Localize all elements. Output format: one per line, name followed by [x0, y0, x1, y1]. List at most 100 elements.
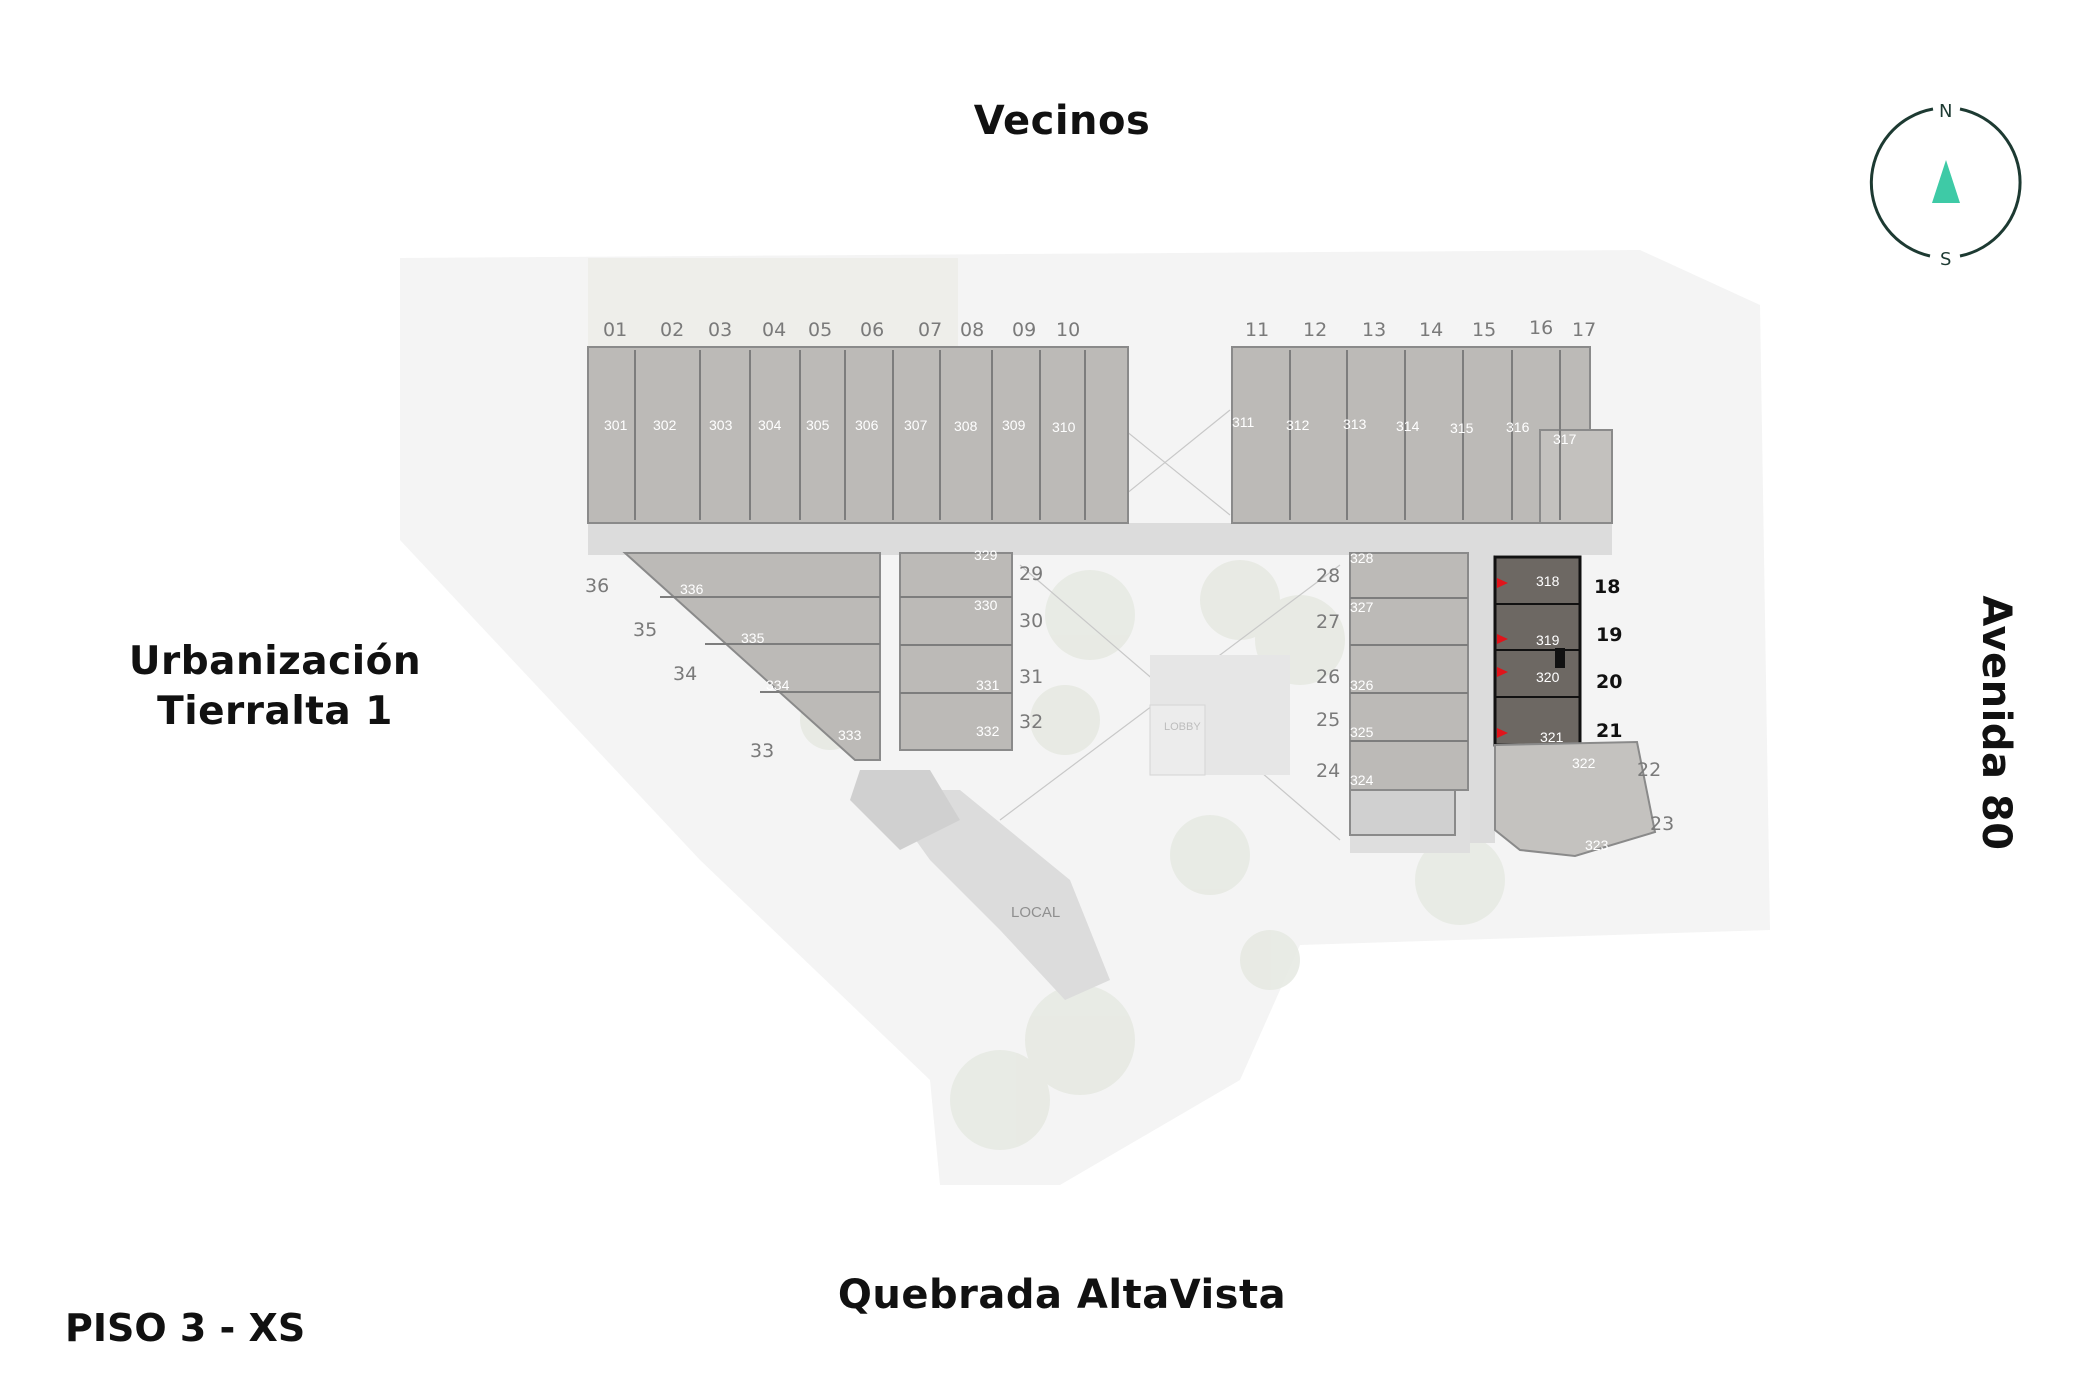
trees	[730, 560, 1505, 1150]
position-label: 35	[633, 619, 657, 641]
compass-ring-left	[1869, 107, 1934, 258]
position-label: 16	[1529, 317, 1553, 339]
position-label: 26	[1316, 666, 1340, 688]
apartment-label: 335	[741, 630, 765, 646]
north-neighbor-label: Vecinos	[973, 98, 1151, 144]
apartment-label: 323	[1585, 837, 1609, 853]
position-label: 32	[1019, 711, 1043, 733]
position-label: 29	[1019, 563, 1043, 585]
corridor-east	[1470, 553, 1495, 843]
top-wing-left	[587, 346, 1129, 524]
center-east-block	[1349, 552, 1469, 791]
east-street-label: Avenida 80	[1973, 595, 2019, 851]
position-label: 36	[585, 575, 609, 597]
top-left-position-labels: 01 02 03 04 05 06 07 08 09 10	[603, 319, 1080, 341]
position-label: 28	[1316, 565, 1340, 587]
position-label: 08	[960, 319, 984, 341]
top-right-position-labels: 11 12 13 14 15 16 17	[1245, 317, 1596, 341]
lobby-box	[1149, 704, 1206, 776]
position-label: 13	[1362, 319, 1386, 341]
position-label: 14	[1419, 319, 1443, 341]
shaft	[1555, 648, 1565, 668]
north-arrow-icon	[1932, 160, 1960, 203]
position-label: 27	[1316, 611, 1340, 633]
position-label: 17	[1572, 319, 1596, 341]
apartment-label: 332	[976, 723, 1000, 739]
apartment-label: 334	[766, 677, 790, 693]
apartment-label: 303	[709, 417, 733, 433]
position-label: 31	[1019, 666, 1043, 688]
apartment-label: 317	[1553, 431, 1577, 447]
top-wing-right	[1231, 346, 1613, 524]
apartment-label: 309	[1002, 417, 1026, 433]
west-wing-labels: 36 35 34 33 336 335 334 333	[585, 575, 862, 762]
entry-markers	[1497, 578, 1508, 738]
corridor-main	[588, 523, 1612, 555]
apartment-label: 312	[1286, 417, 1310, 433]
apartment-label: 304	[758, 417, 782, 433]
terrace-gardens	[588, 258, 958, 346]
apartment-label: 311	[1232, 414, 1255, 430]
apartment-label: 336	[680, 581, 704, 597]
apartment-label: 318	[1536, 573, 1560, 589]
apartment-label: 305	[806, 417, 830, 433]
position-label: 02	[660, 319, 684, 341]
position-label: 11	[1245, 319, 1269, 341]
apartment-label: 327	[1350, 599, 1374, 615]
west-neighbor-line2: Tierralta 1	[157, 689, 393, 734]
position-label: 10	[1056, 319, 1080, 341]
position-label-highlighted: 21	[1596, 720, 1622, 742]
position-label: 06	[860, 319, 884, 341]
apartment-label: 325	[1350, 724, 1374, 740]
position-label: 09	[1012, 319, 1036, 341]
apartment-label: 330	[974, 597, 998, 613]
apartment-label: 302	[653, 417, 677, 433]
center-west-block	[899, 552, 1013, 751]
position-label: 33	[750, 740, 774, 762]
west-wing-walls	[660, 596, 880, 693]
apartment-label: 308	[954, 418, 978, 434]
apartment-label: 301	[604, 417, 628, 433]
apartment-label: 322	[1572, 755, 1596, 771]
apartment-label: 307	[904, 417, 928, 433]
highlighted-labels: 18 19 20 21 318 319 320 321	[1536, 573, 1622, 745]
apartment-label: 319	[1536, 632, 1560, 648]
apartment-label: 320	[1536, 669, 1560, 685]
position-label: 22	[1637, 759, 1661, 781]
position-label: 03	[708, 319, 732, 341]
west-neighbor-label: Urbanización Tierralta 1	[110, 637, 440, 737]
position-label: 12	[1303, 319, 1327, 341]
apartment-label: 329	[974, 547, 998, 563]
top-right-apartment-labels: 311 312 313 314 315 316 317	[1232, 414, 1577, 447]
apartment-label: 306	[855, 417, 879, 433]
position-label: 07	[918, 319, 942, 341]
position-label: 30	[1019, 610, 1043, 632]
center-west-labels: 29 30 31 32 329 330 331 332	[974, 547, 1043, 739]
position-label: 25	[1316, 709, 1340, 731]
apartment-label: 326	[1350, 677, 1374, 693]
apartment-label: 313	[1343, 416, 1367, 432]
southeast-labels: 22 23 322 323	[1572, 755, 1674, 853]
apartment-label: 314	[1396, 418, 1420, 434]
local-block	[880, 790, 1110, 1000]
top-left-apartment-labels: 301 302 303 304 305 306 307 308 309 310	[604, 417, 1076, 435]
position-label-highlighted: 20	[1596, 671, 1622, 693]
west-neighbor-line1: Urbanización	[128, 639, 422, 684]
compass-south-label: S	[1940, 249, 1951, 270]
apartment-label: 321	[1540, 729, 1564, 745]
position-label: 04	[762, 319, 786, 341]
compass-north-label: N	[1939, 101, 1952, 122]
position-label: 23	[1650, 813, 1674, 835]
apartment-label: 315	[1450, 420, 1474, 436]
center-east-labels: 28 27 26 25 24 328 327 326 325 324	[1316, 550, 1374, 788]
apartment-label: 328	[1350, 550, 1374, 566]
position-label: 05	[808, 319, 832, 341]
stair-ramp	[850, 770, 960, 850]
position-label-highlighted: 18	[1594, 576, 1620, 598]
position-label: 34	[673, 663, 697, 685]
southeast-block	[1494, 740, 1657, 858]
floor-title: PISO 3 - XS	[65, 1306, 306, 1350]
compass: N S	[1869, 101, 2022, 270]
